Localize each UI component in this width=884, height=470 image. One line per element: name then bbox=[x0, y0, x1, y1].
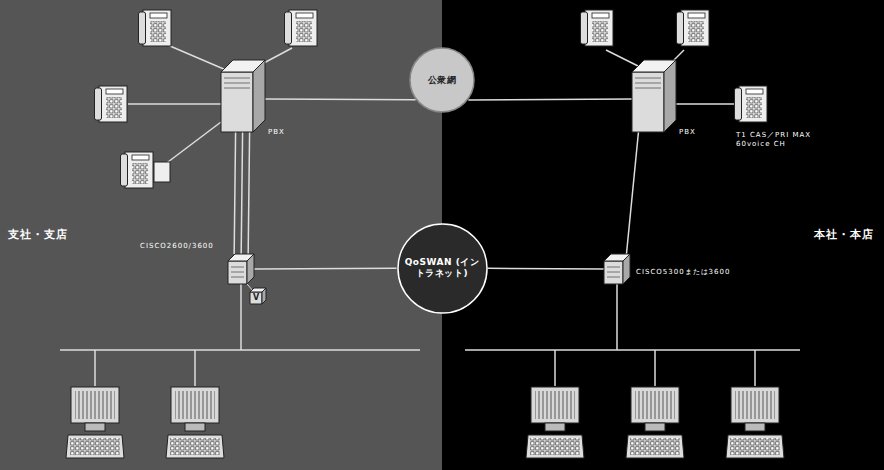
line-spec-note: T1 CAS／PRI MAX 60voice CH bbox=[736, 131, 814, 149]
device-label: CISCO5300または3600 bbox=[636, 268, 730, 276]
box-face bbox=[247, 254, 254, 284]
fax-tray bbox=[154, 162, 170, 182]
head-office-ground bbox=[442, 0, 884, 470]
lan-drop bbox=[554, 350, 556, 386]
lan-bus bbox=[465, 349, 800, 351]
trunk-line bbox=[234, 132, 235, 254]
trunk-line bbox=[626, 132, 638, 254]
vent-slot bbox=[607, 272, 620, 273]
trunk-line bbox=[241, 132, 242, 254]
vent-slot bbox=[231, 277, 244, 278]
telephone bbox=[677, 10, 710, 46]
device-label: PBX bbox=[679, 128, 696, 136]
box-face bbox=[221, 72, 253, 132]
phone-wire bbox=[262, 48, 292, 64]
trunk-line bbox=[248, 132, 249, 254]
network-circle bbox=[398, 224, 487, 313]
box-face bbox=[632, 72, 664, 132]
pbx: PBX bbox=[221, 60, 265, 132]
region-title: 支社・支店 bbox=[8, 228, 68, 241]
box-face bbox=[664, 60, 676, 132]
phone-wires bbox=[128, 46, 734, 168]
router: CISCO2600/3600 bbox=[228, 254, 254, 284]
pc bbox=[626, 387, 684, 458]
trunk-line bbox=[265, 98, 416, 100]
trunk-line bbox=[468, 98, 632, 100]
box-face bbox=[228, 261, 247, 284]
branch-ground bbox=[0, 0, 442, 470]
telephone bbox=[139, 10, 172, 46]
network-cloud: 公衆網 bbox=[409, 47, 475, 113]
device-label: PBX bbox=[268, 128, 285, 136]
lan-drop bbox=[616, 284, 618, 350]
phone-wire bbox=[676, 103, 734, 105]
pc bbox=[726, 387, 784, 458]
telephone bbox=[581, 10, 614, 46]
device-label: CISCO2600/3600 bbox=[140, 242, 214, 250]
router: CISCO5300または3600 bbox=[604, 254, 630, 284]
vent-slot bbox=[607, 277, 620, 278]
network-name: QoSWAN (イントラネット) bbox=[402, 257, 482, 279]
device-label: V bbox=[250, 292, 262, 304]
vent-slot bbox=[635, 83, 661, 84]
branch-band: 支社・支店 PBX CISCO2600/3600V bbox=[0, 0, 442, 470]
phone-wire bbox=[170, 46, 226, 70]
trunk-line bbox=[254, 267, 397, 269]
lan-drop bbox=[654, 350, 656, 386]
vent-slot bbox=[607, 267, 620, 268]
lan-drop bbox=[240, 284, 242, 350]
box-face bbox=[623, 254, 630, 284]
box-face bbox=[250, 292, 262, 304]
region-title: 本社・本店 bbox=[814, 228, 874, 241]
box-face bbox=[604, 261, 623, 284]
vent-slot bbox=[635, 88, 661, 89]
lan-bus bbox=[60, 349, 420, 351]
telephone bbox=[95, 86, 128, 122]
box-face bbox=[253, 60, 265, 132]
box-face bbox=[262, 288, 266, 304]
pbx-shape bbox=[632, 60, 676, 132]
network-cloud: QoSWAN (イントラネット) bbox=[397, 223, 488, 314]
vent-slot bbox=[231, 272, 244, 273]
pc bbox=[66, 387, 124, 458]
lan-drop bbox=[754, 350, 756, 386]
head-office-band: 本社・本店 PBX CISCO5300または3600 bbox=[442, 0, 884, 470]
lan-drop bbox=[94, 350, 96, 386]
vent-slot bbox=[231, 267, 244, 268]
phone-wire bbox=[160, 122, 221, 168]
telephone bbox=[735, 86, 768, 122]
network-name: 公衆網 bbox=[428, 75, 457, 86]
router-shape bbox=[604, 254, 630, 284]
router-shape bbox=[228, 254, 254, 284]
phone-wire bbox=[128, 103, 221, 105]
pc bbox=[166, 387, 224, 458]
lan-drop bbox=[194, 350, 196, 386]
telephone bbox=[285, 10, 318, 46]
network-circle bbox=[410, 48, 474, 112]
fax-machine bbox=[121, 152, 154, 188]
vent-slot bbox=[224, 88, 250, 89]
pbx: PBX bbox=[632, 60, 676, 132]
phone-wire bbox=[606, 50, 638, 66]
vent-slot bbox=[224, 83, 250, 84]
trunk-line bbox=[487, 268, 604, 270]
pbx-shape bbox=[221, 60, 265, 132]
vent-slot bbox=[635, 78, 661, 79]
voice-module: V bbox=[250, 288, 266, 304]
vent-slot bbox=[224, 78, 250, 79]
pc bbox=[526, 387, 584, 458]
